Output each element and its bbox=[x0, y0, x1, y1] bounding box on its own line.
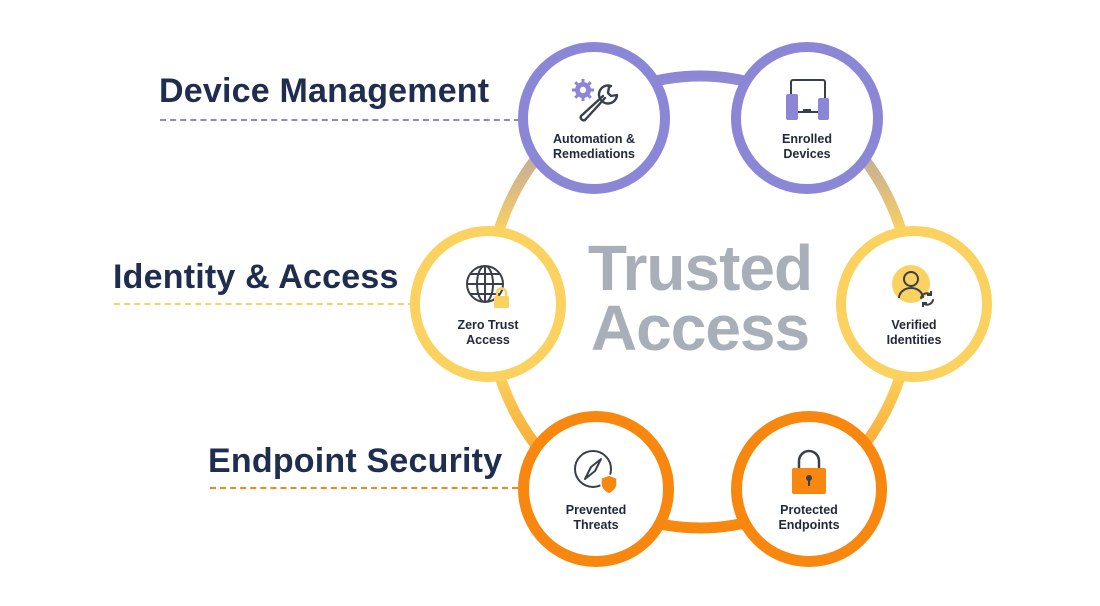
compass-shield-icon bbox=[569, 445, 623, 499]
node-automation-remediations: Automation & Remediations bbox=[518, 42, 670, 194]
category-device-management: Device Management bbox=[159, 72, 490, 110]
leader-line-identity-access bbox=[114, 303, 414, 305]
node-prevented-threats: Prevented Threats bbox=[518, 411, 674, 567]
leader-line-device-management bbox=[160, 119, 520, 121]
globe-lock-icon bbox=[461, 260, 515, 314]
node-verified-identities: Verified Identities bbox=[836, 226, 992, 382]
devices-icon bbox=[780, 74, 834, 128]
node-label-automation: Automation & Remediations bbox=[553, 132, 635, 161]
node-zero-trust-access: Zero Trust Access bbox=[410, 226, 566, 382]
category-endpoint-security: Endpoint Security bbox=[208, 442, 503, 480]
node-label-enrolled: Enrolled Devices bbox=[781, 132, 832, 161]
leader-line-endpoint-security bbox=[210, 487, 518, 489]
node-label-protected: Protected Endpoints bbox=[778, 503, 840, 532]
center-title-line2: Access bbox=[590, 292, 810, 364]
node-label-prevented: Prevented Threats bbox=[565, 503, 627, 532]
node-label-zero-trust: Zero Trust Access bbox=[457, 318, 519, 347]
node-protected-endpoints: Protected Endpoints bbox=[731, 411, 887, 567]
node-enrolled-devices: Enrolled Devices bbox=[731, 42, 883, 194]
gear-wrench-icon bbox=[567, 74, 621, 128]
center-title-line1: Trusted bbox=[587, 232, 813, 304]
padlock-icon bbox=[782, 445, 836, 499]
user-sync-icon bbox=[887, 260, 941, 314]
center-title: Trusted Access bbox=[560, 232, 840, 364]
node-label-verified: Verified Identities bbox=[886, 318, 942, 347]
category-identity-access: Identity & Access bbox=[113, 258, 399, 296]
